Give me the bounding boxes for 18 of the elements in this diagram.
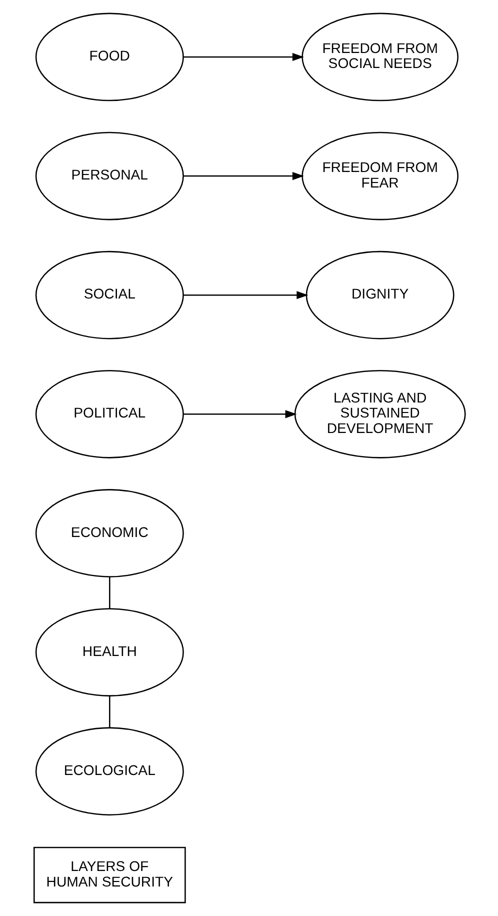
node-ellipse: ECONOMIC bbox=[34, 489, 184, 578]
node-ellipse: FREEDOM FROM FEAR bbox=[301, 132, 458, 220]
node-ellipse: PERSONAL bbox=[34, 132, 184, 220]
node-ellipse: FREEDOM FROM SOCIAL NEEDS bbox=[301, 12, 458, 102]
node-ellipse: FOOD bbox=[34, 12, 184, 102]
arrow bbox=[182, 172, 304, 180]
connector bbox=[108, 576, 110, 609]
connector bbox=[108, 696, 110, 728]
arrow bbox=[182, 291, 308, 300]
arrow bbox=[182, 52, 304, 61]
node-box: LAYERS OF HUMAN SECURITY bbox=[32, 846, 186, 904]
arrow bbox=[182, 410, 296, 418]
node-ellipse: DIGNITY bbox=[305, 250, 454, 340]
node-ellipse: ECOLOGICAL bbox=[34, 727, 184, 816]
node-ellipse: HEALTH bbox=[34, 608, 184, 696]
node-ellipse: POLITICAL bbox=[34, 370, 184, 458]
node-ellipse: LASTING AND SUSTAINED DEVELOPMENT bbox=[294, 370, 466, 458]
node-ellipse: SOCIAL bbox=[34, 250, 184, 340]
